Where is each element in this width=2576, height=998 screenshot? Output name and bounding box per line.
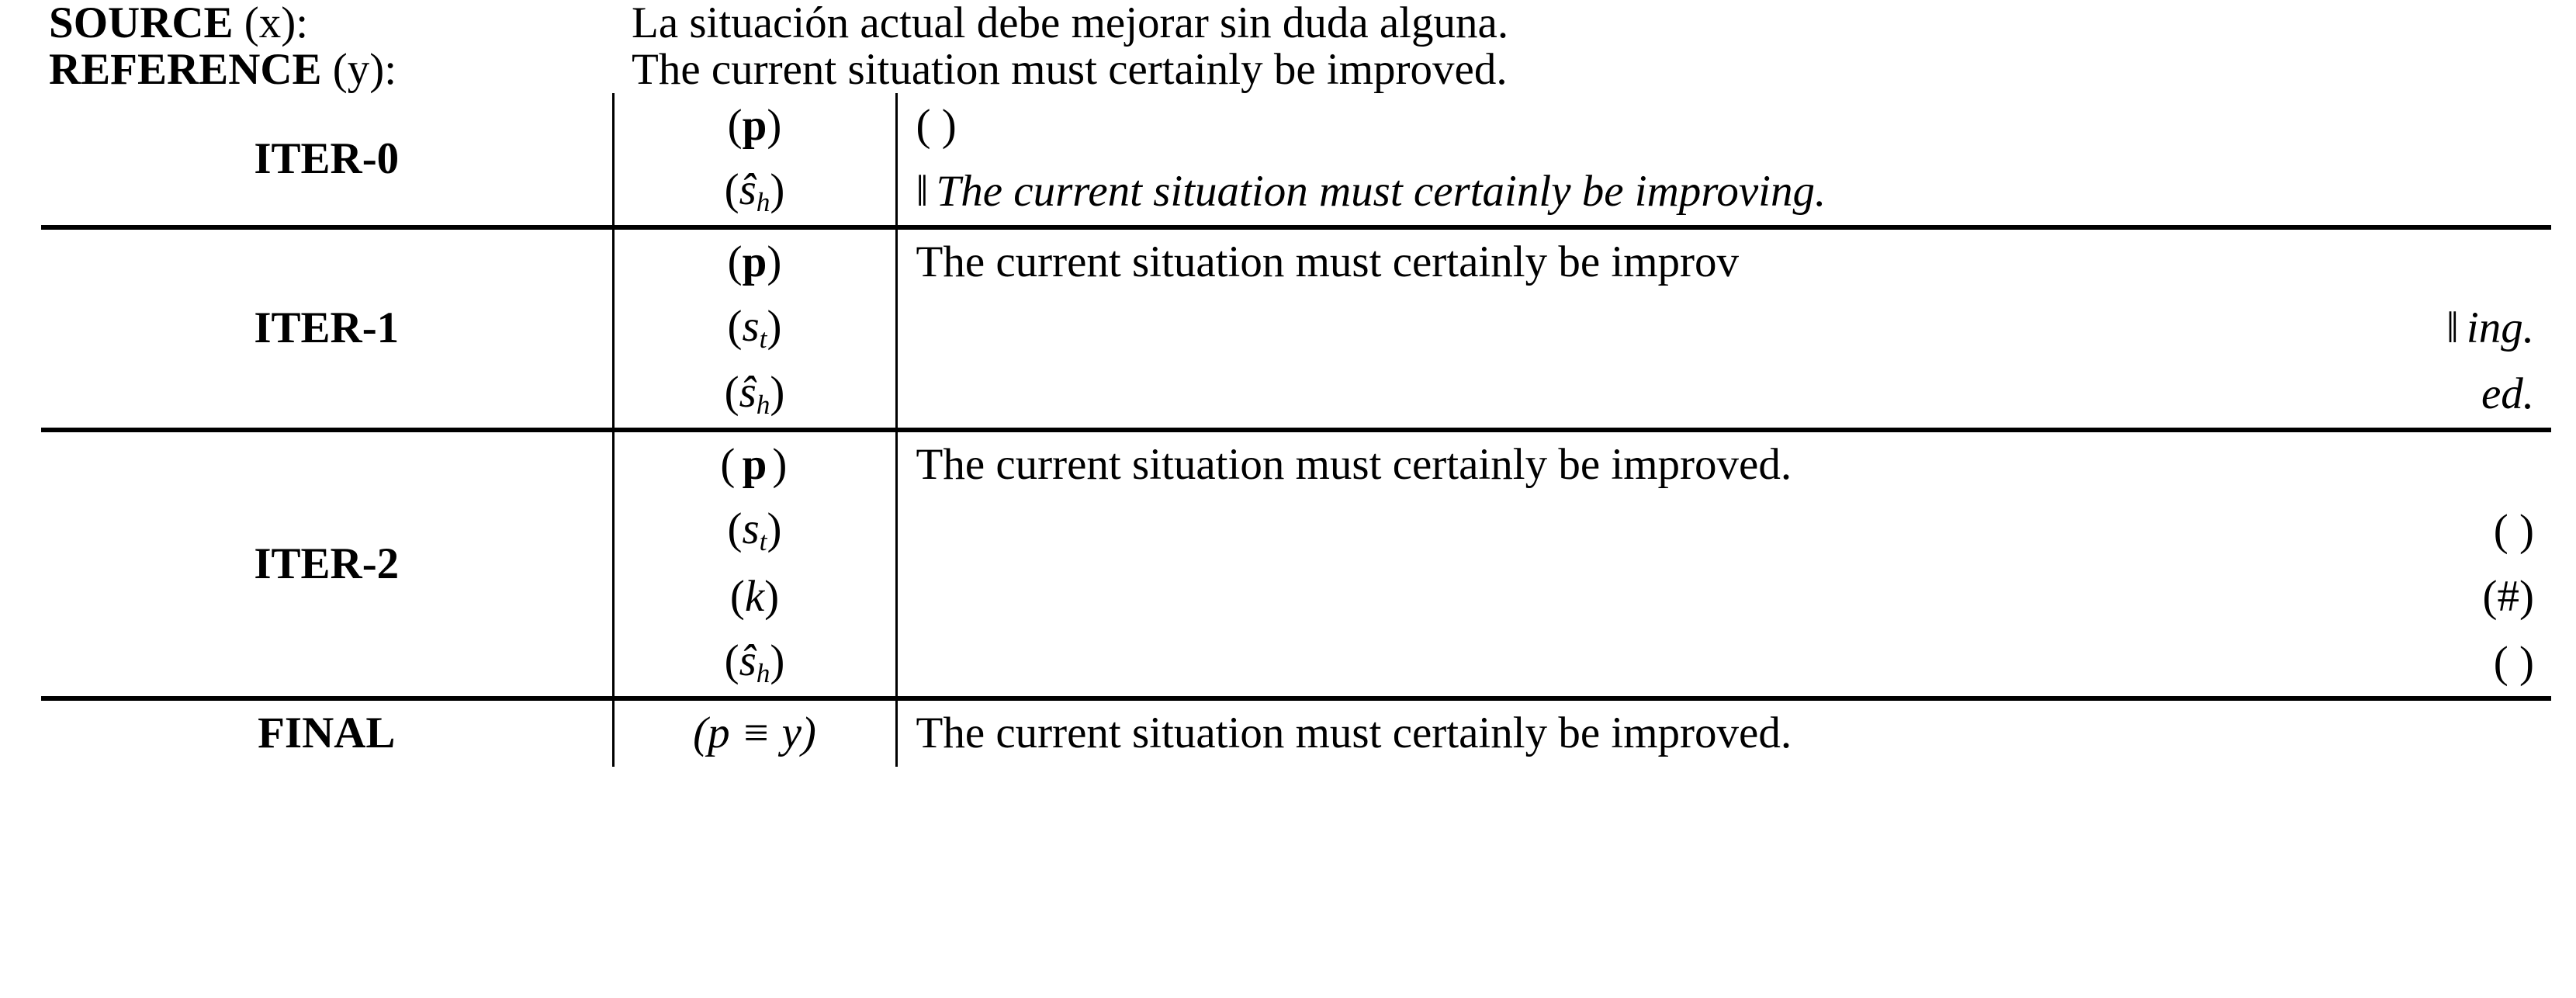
symbol-p-glyph: p: [742, 101, 767, 151]
symbol-p-glyph: p: [742, 237, 767, 287]
iterative-decoding-table: SOURCE (x): La situación actual debe mej…: [41, 0, 2552, 767]
table-row: (st) ‖ing.: [41, 296, 2552, 362]
table-row: (ŝh) ‖The current situation must certain…: [41, 159, 2552, 227]
symbol-s-hat-h: (ŝh): [611, 630, 896, 698]
body-iter2-p: The current situation must certainly be …: [895, 428, 2552, 498]
body-iter2-k: (#): [895, 564, 2552, 630]
body-iter1-shat: ed.: [895, 362, 2552, 430]
body-iter2-st: ( ): [895, 498, 2552, 564]
symbol-s-hat-subscript: h: [756, 658, 770, 689]
table-row: ITER-0 (p) ( ): [41, 93, 2552, 182]
symbol-s-hat-glyph: ŝ: [739, 636, 757, 685]
symbol-final-expression: (p ≡ y): [611, 696, 896, 767]
body-final: The current situation must certainly be …: [895, 696, 2552, 767]
body-iter0-shat: ‖The current situation must certainly be…: [895, 159, 2552, 227]
reference-label: REFERENCE (y):: [41, 47, 613, 93]
source-label-bold: SOURCE: [49, 0, 234, 47]
body-iter0-shat-text: The current situation must certainly be …: [936, 167, 1826, 217]
symbol-p: (p): [611, 225, 896, 296]
body-iter1-st-text: ing.: [2466, 303, 2535, 353]
table-row: ITER-2 ( p ) The current situation must …: [41, 428, 2552, 698]
symbol-s-t: (st): [611, 296, 896, 362]
reference-label-var: (y):: [321, 44, 397, 94]
symbol-s-hat-h: (ŝh): [611, 159, 896, 227]
symbol-s-t: (st): [611, 498, 896, 564]
body-iter2-shat: ( ): [895, 630, 2552, 698]
table-row: (ŝh) ed.: [41, 362, 2552, 430]
body-iter0-p: ( ): [895, 93, 2552, 159]
source-row: SOURCE (x): La situación actual debe mej…: [41, 0, 2551, 47]
source-label: SOURCE (x):: [41, 0, 613, 47]
table-row: (st) ( ): [41, 498, 2552, 564]
source-label-var: (x):: [233, 0, 309, 47]
symbol-s-subscript: t: [759, 324, 767, 355]
double-bar-marker: ‖: [2446, 303, 2459, 353]
iteration-label-iter-0: ITER-0: [254, 133, 400, 183]
reference-label-bold: REFERENCE: [49, 44, 322, 94]
source-text: La situación actual debe mejorar sin dud…: [632, 0, 1509, 47]
symbol-k: (k): [611, 564, 896, 630]
body-iter1-p: The current situation must certainly be …: [895, 225, 2552, 296]
iteration-label-iter-1: ITER-1: [41, 225, 613, 430]
table-row: (ŝh) ( ): [41, 630, 2552, 698]
symbol-s-hat-subscript: h: [756, 187, 770, 218]
symbol-s-glyph: s: [742, 504, 760, 553]
reference-text: The current situation must certainly be …: [632, 44, 1508, 94]
symbol-s-glyph: s: [742, 301, 760, 351]
reference-row: REFERENCE (y): The current situation mus…: [41, 47, 2551, 93]
symbol-final-glyph: (p ≡ y): [693, 709, 816, 758]
symbol-p: ( p ): [611, 428, 896, 498]
symbol-s-hat-glyph: ŝ: [739, 367, 757, 417]
table-row: ITER-1 (p) The current situation must ce…: [41, 225, 2552, 430]
symbol-s-subscript: t: [759, 526, 767, 557]
table-row: (k) (#): [41, 564, 2552, 630]
symbol-p-glyph: p: [742, 440, 767, 490]
symbol-p: (p): [611, 93, 896, 159]
symbol-k-glyph: k: [744, 572, 765, 622]
symbol-s-hat-h: (ŝh): [611, 362, 896, 430]
table-row: FINAL (p ≡ y) The current situation must…: [41, 696, 2552, 767]
iteration-label-iter-2: ITER-2: [41, 428, 613, 698]
double-bar-marker: ‖: [916, 167, 929, 217]
body-iter1-shat-text: ed.: [2481, 369, 2535, 419]
symbol-s-hat-subscript: h: [756, 390, 770, 421]
symbol-s-hat-glyph: ŝ: [739, 165, 757, 214]
iteration-label-final: FINAL: [41, 696, 613, 767]
body-iter1-st: ‖ing.: [895, 296, 2552, 362]
